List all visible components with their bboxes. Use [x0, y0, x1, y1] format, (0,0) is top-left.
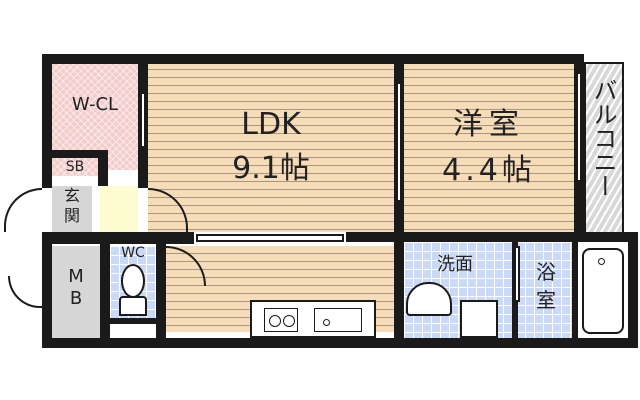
genkan-label-1: 玄 [63, 186, 80, 205]
washer-pan [460, 300, 498, 338]
yokushitsu-label-2: 室 [536, 288, 556, 312]
yoshitsu-label: 洋室 [453, 107, 525, 142]
entry-step [100, 186, 138, 232]
wall-left-upper [42, 54, 52, 188]
washbasin [406, 282, 452, 316]
wall-wc-bottom [110, 318, 156, 324]
wall-bottom [42, 338, 638, 348]
ldk-sliding-door[interactable] [196, 234, 344, 242]
stove-icon [264, 308, 298, 332]
ldk-floor [148, 62, 394, 232]
yoshitsu-size: 4.4帖 [442, 153, 536, 188]
wall-bath-right [572, 232, 578, 348]
yokushitsu-label-1: 浴 [536, 260, 556, 284]
wall-top [42, 54, 582, 64]
kitchen-counter [250, 300, 376, 338]
meter-box [52, 246, 100, 340]
toilet [119, 264, 147, 316]
wall-mid-horizontal [42, 232, 194, 244]
balcony-area [584, 62, 624, 236]
senmen-label: 洗面 [437, 254, 473, 275]
mb-door[interactable] [8, 276, 42, 308]
wall-mid-horizontal-2 [346, 232, 638, 242]
bath-door[interactable] [514, 246, 520, 302]
wall-sb-right [98, 150, 108, 186]
mb-label-2: B [69, 288, 83, 309]
wall-right-lower [628, 232, 638, 348]
yokushitsu-floor [516, 242, 572, 338]
sb-label: SB [65, 159, 85, 175]
wall-mb-right [100, 232, 110, 348]
wcl-door[interactable] [140, 92, 146, 148]
wc-label: WC [121, 245, 145, 261]
ldk-label: LDK [241, 107, 301, 142]
genkan-floor [52, 186, 92, 232]
balcony-label: バルコニー [589, 78, 617, 198]
wall-wc-right [156, 232, 166, 348]
wall-sb-top [52, 150, 108, 158]
balcony-window[interactable] [576, 72, 582, 182]
entry-door[interactable] [4, 188, 42, 232]
shoe-box [52, 158, 98, 176]
mb-label-1: M [68, 266, 84, 287]
yoshitsu-floor [404, 62, 574, 232]
bathtub [578, 244, 628, 338]
drain-icon [598, 258, 605, 265]
ldk-size: 9.1帖 [232, 151, 310, 186]
wall-left-lower [42, 232, 52, 348]
genkan-label-2: 関 [63, 206, 80, 225]
ldk-yoshitsu-door[interactable] [396, 82, 402, 202]
wcl-label: W-CL [71, 94, 119, 115]
sink-icon [314, 308, 362, 332]
